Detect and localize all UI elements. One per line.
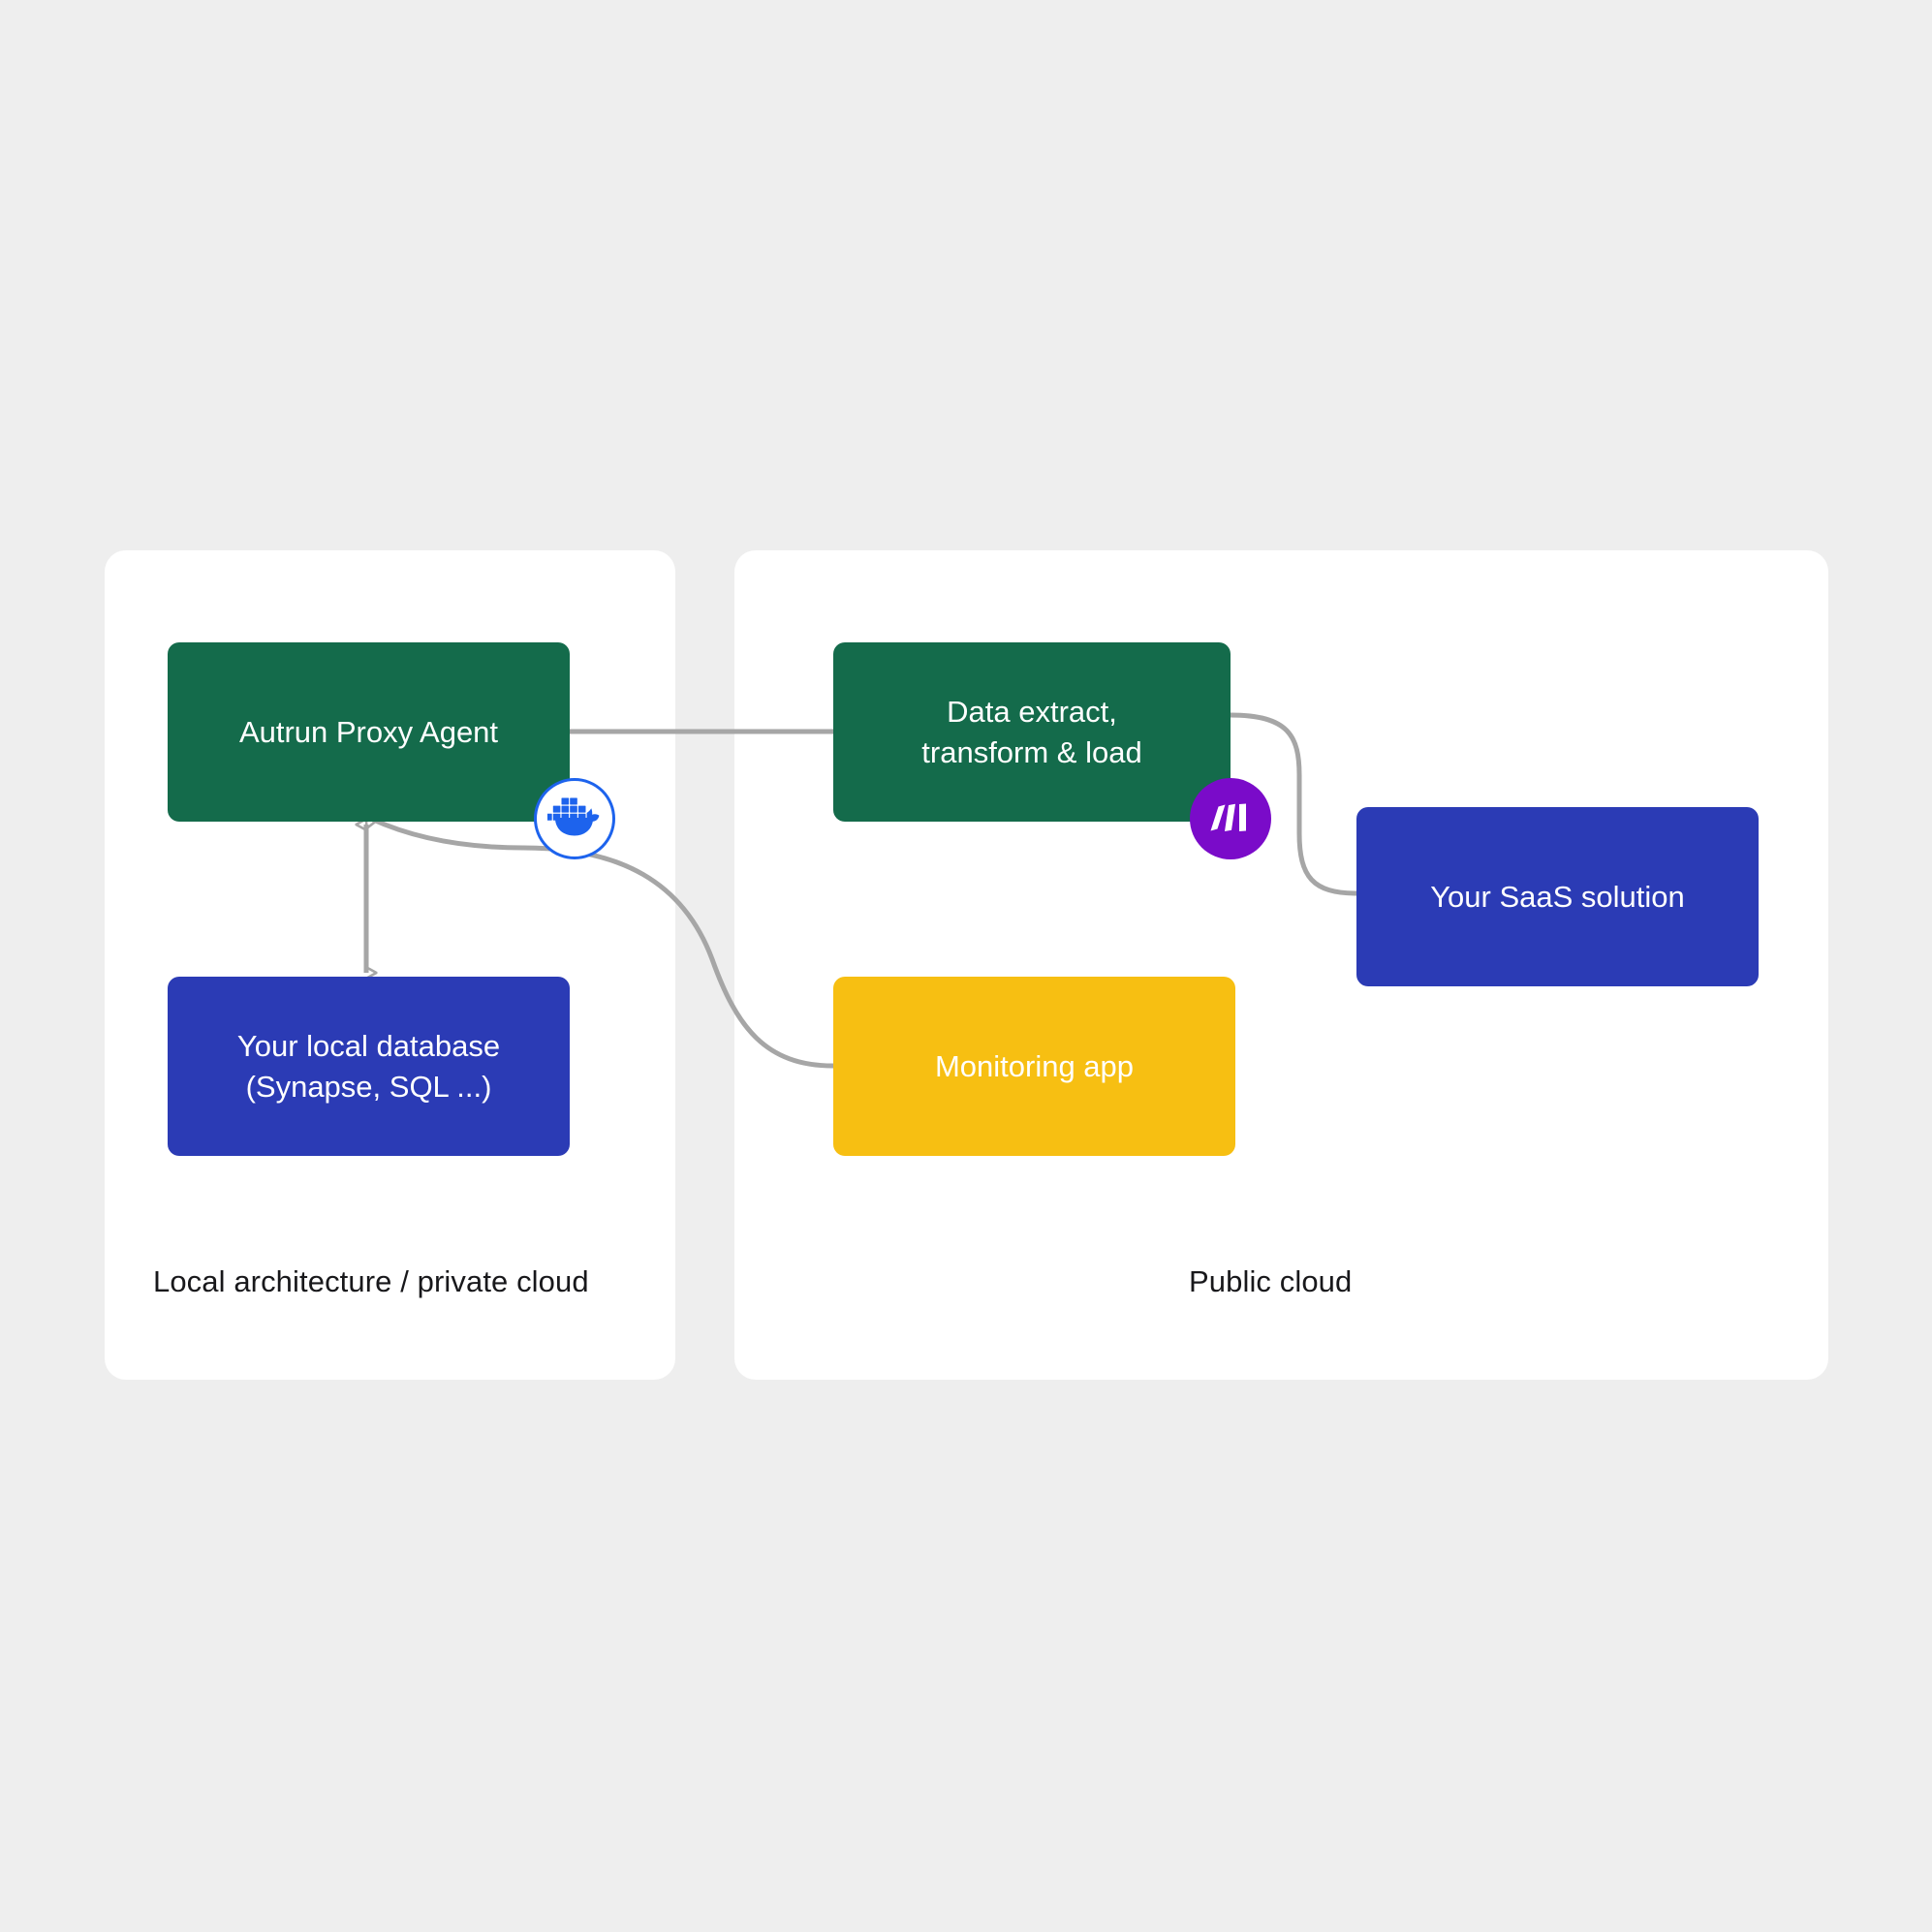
node-db-label-line1: Your local database	[236, 1029, 501, 1064]
node-etl-label-line1: Data extract,	[947, 695, 1117, 730]
node-your-local-database[interactable]: Your local database (Synapse, SQL ...)	[168, 977, 570, 1156]
node-db-label: Your local database (Synapse, SQL ...)	[237, 1026, 500, 1106]
panel-local-label: Local architecture / private cloud	[153, 1264, 589, 1298]
node-monitoring-app[interactable]: Monitoring app	[833, 977, 1235, 1156]
node-saas-label: Your SaaS solution	[1430, 879, 1685, 914]
panel-public-label: Public cloud	[1189, 1264, 1353, 1298]
node-db-label-line2: (Synapse, SQL ...)	[245, 1069, 492, 1104]
brand-m-icon	[1210, 803, 1246, 831]
docker-whale-icon	[547, 797, 600, 836]
node-monitoring-label: Monitoring app	[934, 1048, 1135, 1083]
brand-badge[interactable]	[1190, 778, 1271, 859]
node-autrun-proxy-agent[interactable]: Autrun Proxy Agent	[168, 642, 570, 822]
docker-badge[interactable]	[534, 778, 615, 859]
node-etl-label: Data extract, transform & load	[921, 692, 1141, 771]
node-proxy-label: Autrun Proxy Agent	[238, 714, 499, 749]
node-etl-label-line2: transform & load	[921, 734, 1142, 769]
node-data-extract-transform-load[interactable]: Data extract, transform & load	[833, 642, 1231, 822]
node-your-saas-solution[interactable]: Your SaaS solution	[1356, 807, 1759, 986]
